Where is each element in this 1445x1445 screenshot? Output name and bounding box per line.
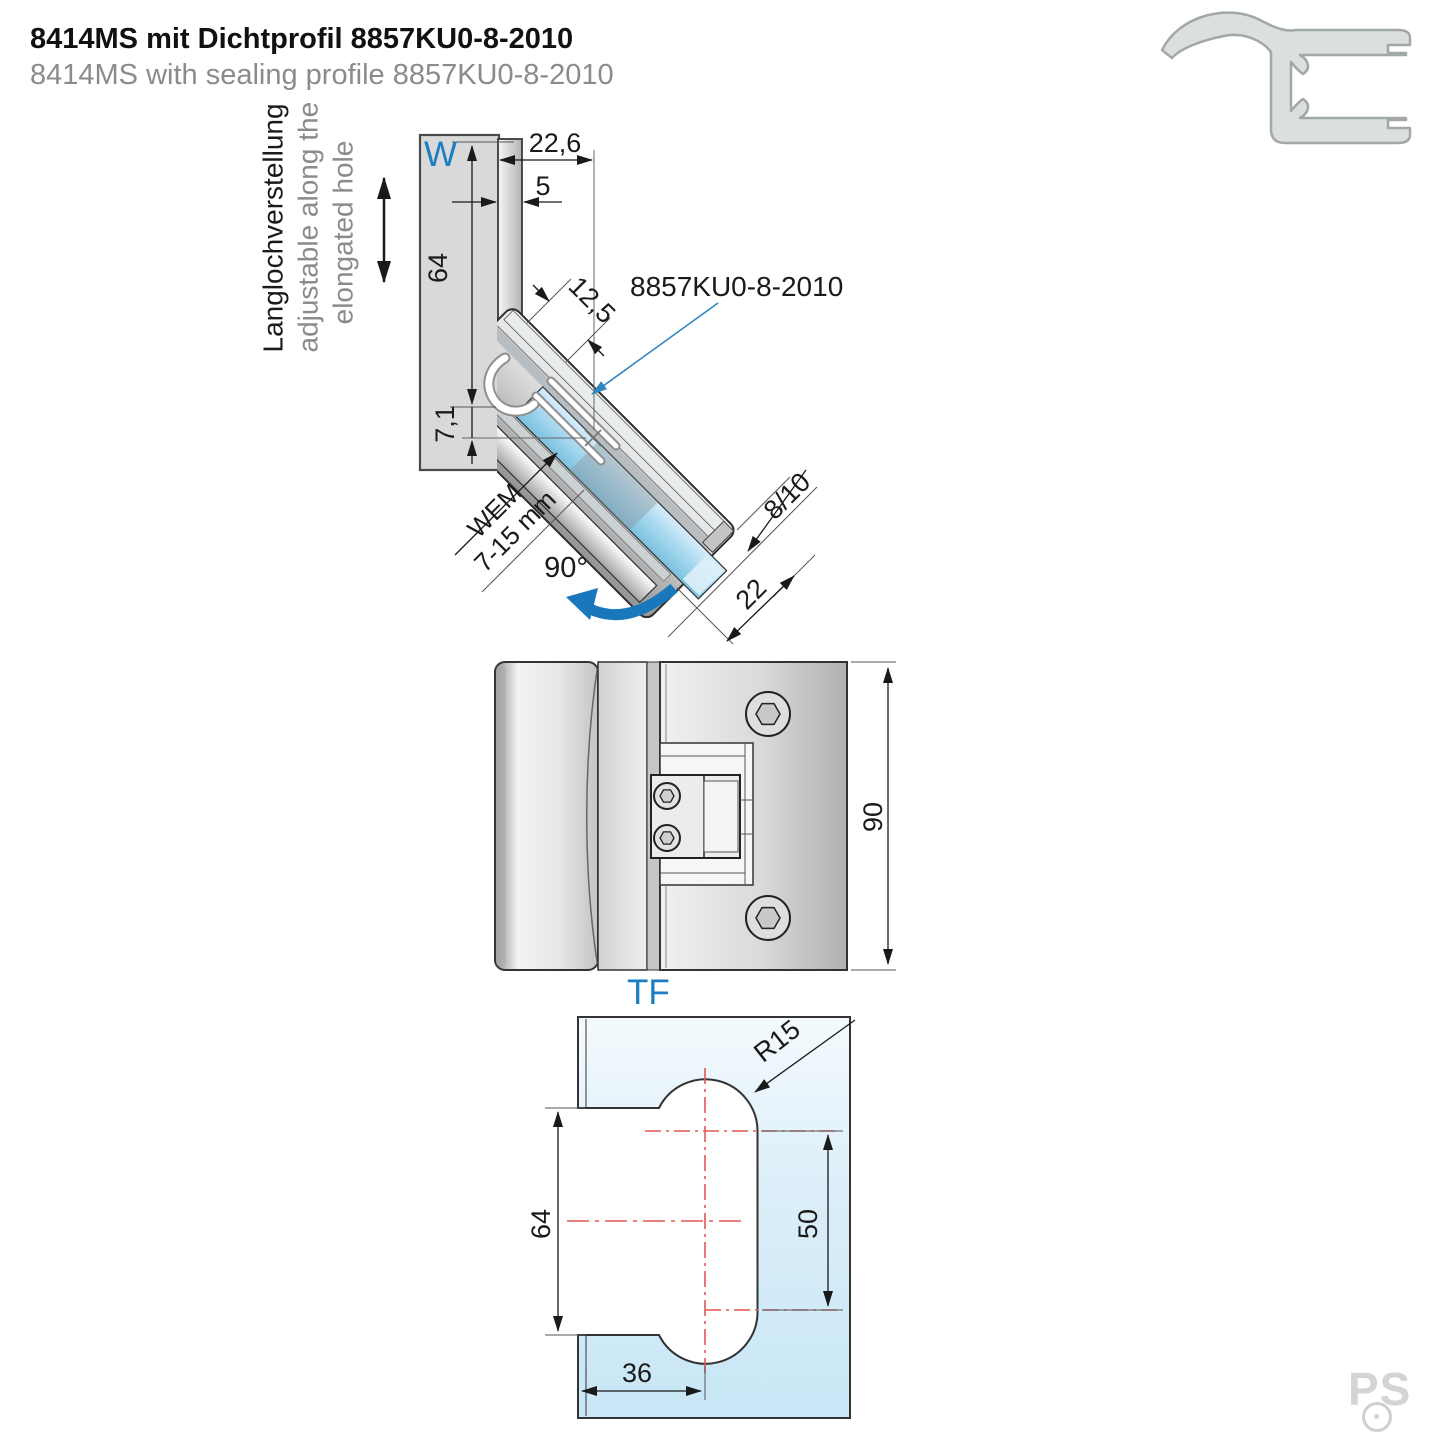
- wem-leader: [454, 452, 585, 593]
- cutout-fill: [575, 1079, 758, 1364]
- dim-label-36: 36: [621, 1358, 653, 1388]
- door-label: TF: [627, 973, 670, 1012]
- adjustability-note-de: Langlochverstellung: [257, 103, 289, 353]
- dim-plate-length: [450, 141, 514, 408]
- dim-label-22-6: 22,6: [528, 128, 582, 158]
- dim-glass-thickness-lines: [667, 469, 818, 638]
- hex-screw-top: [745, 691, 791, 737]
- wall-section: [418, 133, 501, 472]
- dim-cutout-left: [545, 1107, 586, 1336]
- adjustability-note: Langlochverstellung adjustable along the…: [256, 101, 361, 353]
- swing-angle-label: 90°: [544, 552, 588, 584]
- sealing-profile-icon: [1160, 11, 1412, 145]
- wall-label: W: [424, 135, 458, 174]
- pivot-cross: [584, 429, 602, 447]
- page-title-de: 8414MS mit Dichtprofil 8857KU0-8-2010: [30, 23, 574, 55]
- glass-cutout-view: [545, 1016, 856, 1419]
- dim-clamp-depth: [526, 278, 611, 363]
- dim-cutout-width: [581, 1366, 706, 1400]
- dim-label-90: 90: [858, 801, 888, 833]
- dim-label-5: 5: [535, 171, 551, 201]
- page-title-en: 8414MS with sealing profile 8857KU0-8-20…: [30, 59, 614, 91]
- dim-label-64-top: 64: [423, 252, 453, 284]
- adjustability-note-en1: adjustable along the: [292, 101, 324, 353]
- hinge-body-angled: [497, 308, 735, 619]
- seal-profile-label: 8857KU0-8-2010: [630, 271, 844, 302]
- brand-logo: PS: [1348, 1363, 1412, 1415]
- clamp-screw-bottom: [653, 824, 681, 852]
- seal-profile-drawn: [483, 352, 621, 466]
- dim-label-64-cutout: 64: [526, 1208, 556, 1240]
- brand-logo-emblem-icon: [1362, 1402, 1392, 1432]
- wall-side-cover: [494, 661, 599, 971]
- swing-arrow: [566, 583, 678, 621]
- radius-leader: [754, 1019, 856, 1093]
- front-view: [494, 661, 896, 971]
- dim-label-7-1: 7,1: [430, 405, 460, 443]
- wall-mounting-plate: [497, 138, 523, 320]
- adjustability-note-en2: elongated hole: [327, 140, 359, 325]
- top-view: [377, 133, 818, 645]
- cover-curve: [586, 663, 599, 969]
- dim-end-cap: [676, 554, 816, 645]
- hex-screw-bottom: [745, 895, 791, 941]
- cutout-outline: [577, 1078, 759, 1365]
- dim-height: [851, 661, 896, 971]
- dim-cutout-right: [762, 1130, 843, 1311]
- seal-leader-line: [591, 302, 719, 395]
- dim-label-50: 50: [793, 1208, 823, 1240]
- glass-panel-edge: [513, 385, 728, 600]
- clamp-screw-top: [653, 782, 681, 810]
